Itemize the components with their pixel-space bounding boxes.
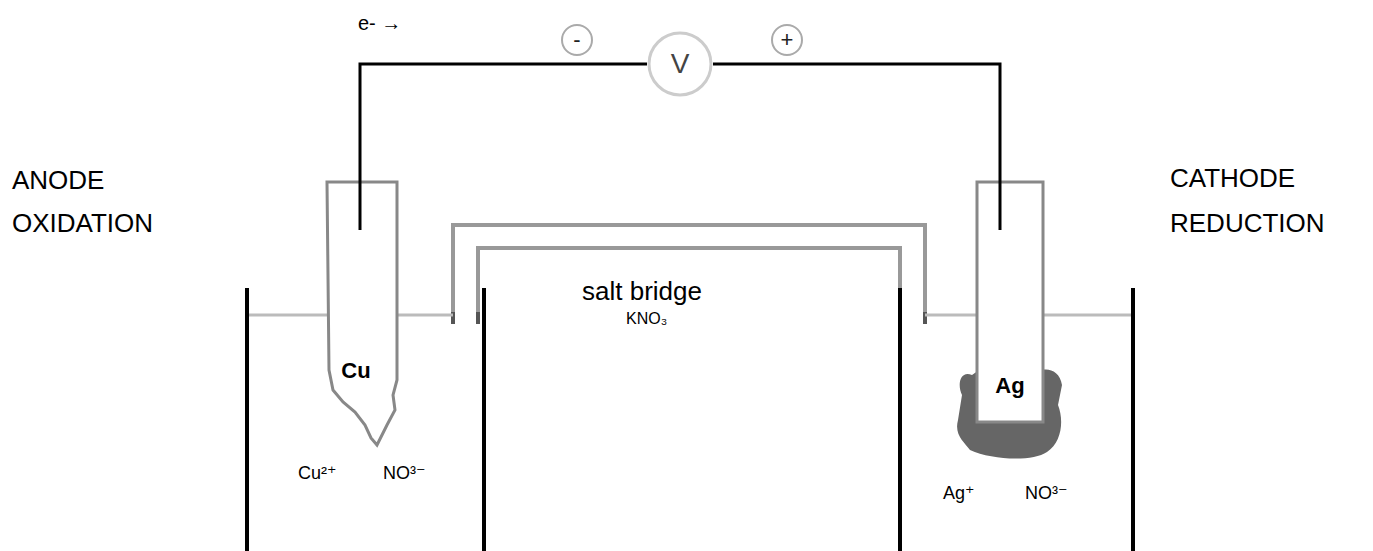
node-text: Cu²⁺: [298, 462, 337, 484]
node-text: NO³⁻: [383, 462, 426, 484]
node-text: +: [781, 29, 794, 51]
copper-electrode: Cu: [325, 180, 399, 448]
plus-terminal: +: [771, 24, 803, 56]
voltmeter: V: [647, 31, 713, 97]
rod: [359, 180, 362, 230]
terminal-circle: [772, 25, 802, 55]
salt-formula: KNO₃: [626, 310, 667, 328]
process-label: OXIDATION: [12, 208, 153, 239]
terminal-circle: [562, 25, 592, 55]
electrode-body: [977, 182, 1043, 422]
node-text: Ag⁺: [943, 482, 975, 504]
node-text: Cu: [333, 358, 379, 384]
node-text: Ag: [977, 373, 1043, 399]
node-text: NO³⁻: [1025, 482, 1068, 504]
node-text: -: [573, 29, 580, 51]
electron-flow-label: e- →: [358, 12, 401, 35]
cu-outline: [325, 180, 399, 448]
silver-electrode: Ag: [952, 180, 1070, 460]
salt-bridge-outer: [453, 225, 925, 322]
rod: [999, 180, 1002, 230]
electrode-label: CATHODE: [1170, 163, 1295, 194]
salt-bridge-ends: [453, 312, 925, 324]
electrode-body: [327, 182, 397, 445]
meter-circle: [649, 33, 711, 95]
electrode-label: ANODE: [12, 165, 104, 196]
node-text: V: [671, 50, 690, 78]
process-label: REDUCTION: [1170, 208, 1325, 239]
salt-bridge-label: salt bridge: [582, 276, 702, 307]
minus-terminal: -: [561, 24, 593, 56]
ag-outline: [952, 180, 1070, 460]
wire: [360, 64, 647, 180]
wire: [713, 64, 1000, 180]
salt-bridge-inner: [478, 248, 900, 322]
